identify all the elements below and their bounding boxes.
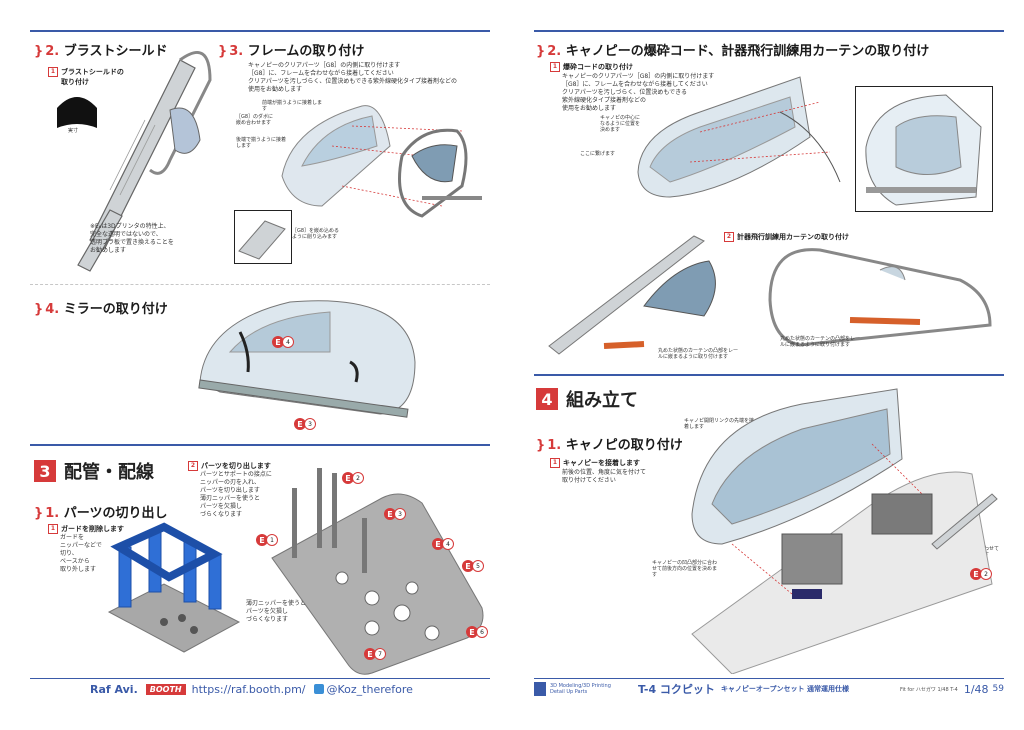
canopy-attach-note: 前後の位置、角度に気を付けて 取り付けてください (562, 469, 647, 484)
booth-logo: BOOTH (145, 683, 186, 695)
booth-url-link[interactable]: https://raf.booth.pm/ (191, 682, 306, 696)
sprue-plate-illustration (271, 468, 484, 675)
top-rule-right (534, 30, 1004, 32)
footer-page-number: 59 (992, 684, 1004, 694)
twitter-icon (313, 684, 324, 694)
section-parts-cut-heading: }1. パーツの切り出し (34, 506, 168, 521)
footer-right: 3D Modeling/3D Printing Detail Up Parts … (534, 678, 1004, 700)
section-divider (30, 284, 490, 285)
canopy-callout-link: キャノピ開閉リンクの先端を接着します (684, 418, 755, 430)
mirror-illustration (198, 300, 416, 418)
section-mirror-heading: }4. ミラーの取り付け (34, 302, 168, 317)
parts-cut-sub2-note2: 薄刃ニッパーを使うと パーツを欠損し づらくなります (246, 600, 307, 623)
canopy-callout-position: キャノピーの凹凸部分に合わせて前後方向の位置を決めます (652, 560, 718, 578)
footer-rule-right (534, 678, 1004, 679)
footer-subtitle: キャノピーオープンセット 通常運用仕様 (720, 685, 849, 693)
frame-note: キャノピーのクリアパーツ［G8］の内側に取り付けます ［G8］に、フレームを合わ… (248, 62, 458, 93)
parts-cut-sub1-note: ガードを ニッパーなどで 切り、 ベースから 取り外します (60, 534, 102, 573)
curtain-illustration-2 (768, 248, 992, 347)
frame-callout-1: 前端が揃うように接着します (262, 100, 323, 112)
frame-detail-inset (234, 210, 292, 264)
section-frame-heading: }3. フレームの取り付け (218, 44, 365, 59)
curtain-callout-2: 丸めた状態のカーテンの凸部をレールに嵌まるように取り付けます (780, 336, 861, 348)
frame-callout-3: 後端で揃うように接着します (236, 137, 287, 149)
footer-scale: 1/48 (963, 682, 989, 696)
blast-shield-silhouette (57, 97, 97, 128)
cord-callout-center: キャノピの中心になるように位置を決めます (600, 115, 641, 133)
frame-illustration (281, 105, 482, 218)
brand-name: Raf Avi. (90, 682, 138, 696)
parts-cut-sub2-note: パーツとサポートの接点に ニッパーの刃を入れ、 パーツを切り出します 薄刃ニッパ… (200, 471, 272, 518)
frame-callout-4: ［G8］を嵌め込めるように削り込みます (292, 228, 340, 240)
cord-sub1-note: キャノピーのクリアパーツ［G8］の内側に取り付けます ［G8］に、フレームを合わ… (562, 73, 715, 112)
canopy-assembly-illustration (691, 388, 998, 674)
section-canopy-attach-heading: }1. キャノピの取り付け (536, 438, 683, 453)
raf-avi-logo-icon (534, 682, 546, 696)
cord-illustration (637, 76, 841, 198)
twitter-handle-link[interactable]: @Koz_therefore (326, 682, 413, 696)
blast-shield-illustration (77, 50, 212, 272)
mid-rule-right (534, 374, 1004, 376)
curtain-illustration-1 (548, 235, 716, 355)
guard-parts-illustration (107, 522, 241, 653)
footer-logo-text: 3D Modeling/3D Printing Detail Up Parts (550, 683, 611, 695)
cord-callout-connect: ここに繋げます (580, 151, 616, 157)
footer-left: Raf Avi. BOOTH https://raf.booth.pm/ @Ko… (90, 678, 490, 700)
footer-rule-left (30, 678, 490, 679)
curtain-callout-1: 丸めた状態のカーテンの凸部をレールに嵌まるように取り付けます (658, 348, 739, 360)
actual-size-label: 実寸 (68, 128, 79, 134)
mid-rule (30, 444, 490, 446)
section-blast-shield-heading: }2. ブラストシールド (34, 44, 168, 59)
cord-detail-inset (855, 86, 993, 212)
blast-shield-note: ※E₆は3Dプリンタの特性上、 完全な透明ではないので、 透明プラ板で置き換える… (90, 223, 174, 254)
top-rule (30, 30, 490, 32)
footer-fit: Fit for ハセガワ 1/48 T-4 (899, 686, 958, 693)
frame-callout-2: ［G8］のダボに嵌め合わせます (236, 114, 274, 126)
section-cord-heading: }2. キャノピーの爆砕コード、計器飛行訓練用カーテンの取り付け (536, 44, 930, 59)
footer-title: T-4 コクピット (638, 683, 715, 696)
